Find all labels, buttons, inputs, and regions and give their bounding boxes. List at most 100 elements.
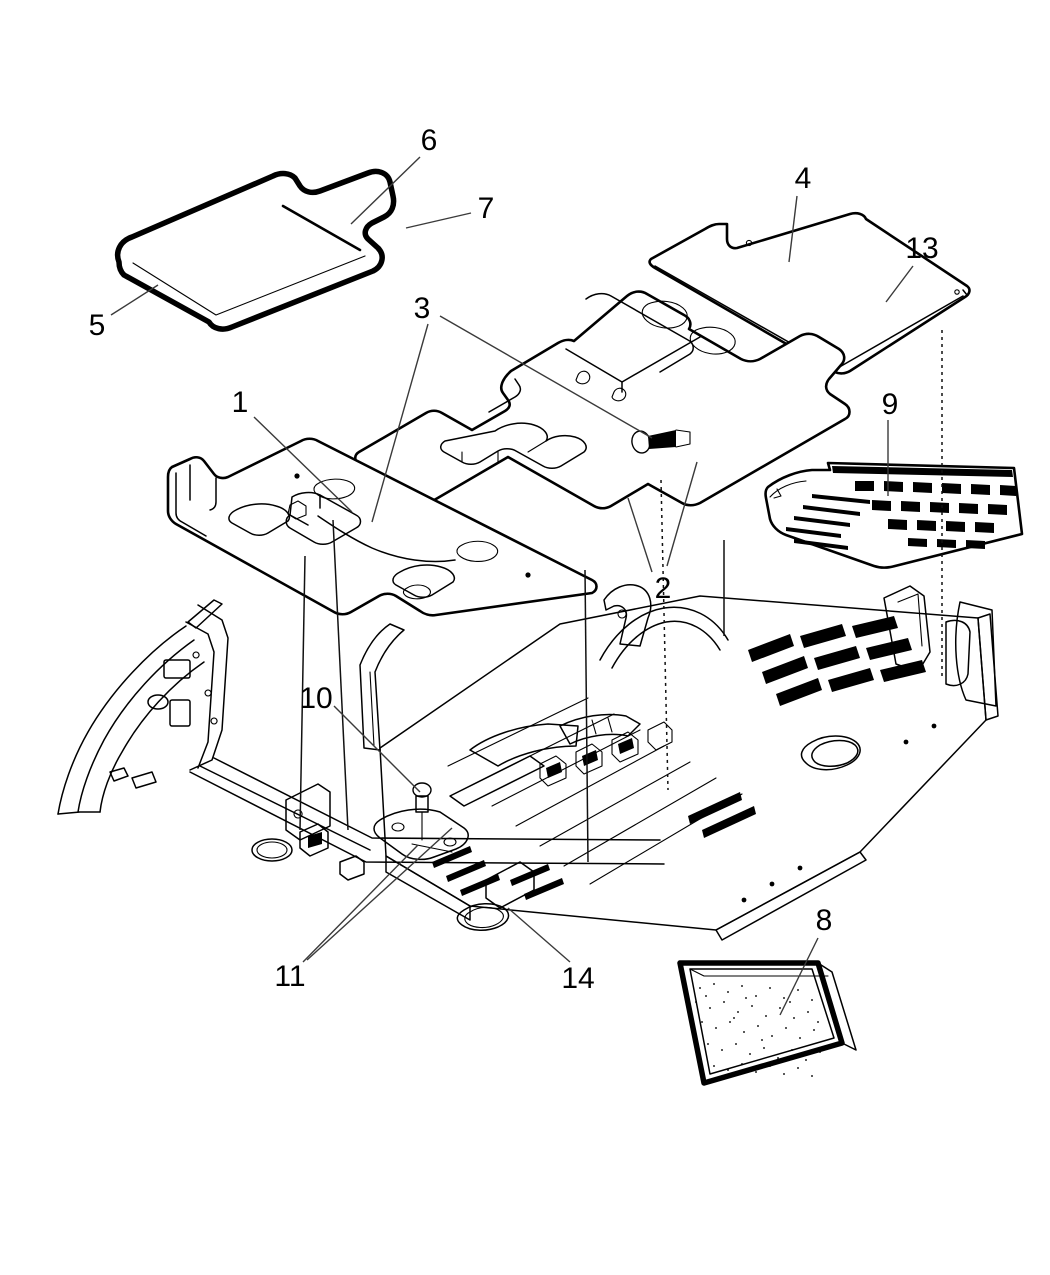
part-front-floor-mat	[114, 168, 397, 332]
floor-mat-heel-pad-seam	[281, 204, 362, 252]
front-carpet-hole-b	[456, 540, 499, 562]
callout-3: 3	[414, 292, 431, 325]
seat-mount-bracket-hole-left	[391, 822, 405, 832]
rear-carpet-rib-1	[488, 378, 522, 413]
part-floor-pan-grommet	[412, 782, 432, 841]
body-pillar-base-bracket	[285, 783, 331, 841]
cargo-mat-grid	[832, 466, 1016, 549]
insulation-pad-face	[677, 960, 845, 1086]
floor-seat-mount-rear	[559, 713, 641, 745]
front-carpet-retainer-clip	[287, 500, 307, 520]
seat-mount-bracket-hole-right	[443, 837, 457, 847]
insulation-pad-top-edge	[689, 968, 829, 977]
assembly-line-carpet-right	[660, 479, 669, 791]
body-seatbelt-anchor	[603, 584, 652, 647]
cargo-mat-ribs	[786, 494, 870, 550]
front-carpet-front-edge	[209, 477, 217, 511]
rear-carpet-console-pocket	[641, 300, 688, 329]
body-rocker-oval-inner	[256, 841, 288, 859]
leader-8	[779, 937, 819, 1016]
front-carpet-small-hole	[294, 473, 300, 479]
cargo-panel-hole-2	[954, 289, 960, 295]
body-rear-quarter-right-inner	[897, 593, 923, 647]
floor-mat-inner-edge	[132, 255, 366, 316]
floor-rivet-2	[769, 881, 775, 887]
body-rocker-bracket	[131, 771, 157, 789]
part-rear-cargo-mat	[764, 461, 1024, 569]
insulation-pad-thickness-edge	[817, 962, 857, 1051]
cargo-panel-rear-lip	[962, 289, 968, 296]
body-floor-clip-left	[299, 823, 329, 857]
rear-carpet-slot-b	[611, 387, 627, 402]
body-a-pillar-inner	[185, 621, 215, 769]
assembly-alignment-lines	[299, 330, 943, 863]
cargo-mat-body	[764, 461, 1024, 569]
callout-2: 2	[655, 572, 672, 605]
floor-pan-rear-wall	[977, 613, 999, 721]
rear-carpet-slot-a	[575, 370, 591, 385]
floor-rivet-5	[931, 723, 937, 729]
leader-7	[405, 212, 472, 229]
callout-9: 9	[882, 388, 899, 421]
floor-crossmember	[449, 755, 545, 807]
callout-6: 6	[421, 124, 438, 157]
front-carpet-hole-c	[402, 584, 431, 600]
floor-rivet-4	[903, 739, 909, 745]
body-a-pillar-outer	[189, 604, 229, 771]
callout-1: 1	[232, 386, 249, 419]
front-carpet-body	[166, 437, 598, 617]
body-floor-clip-left-2	[339, 855, 365, 881]
body-cowl-brace	[187, 599, 223, 629]
floor-drain-plug-hole	[456, 903, 510, 931]
carpet-push-pin-right	[631, 429, 691, 454]
leader-3b	[439, 315, 653, 439]
body-fender-arch-inner-2	[99, 661, 205, 813]
body-rear-lower-panel	[715, 851, 867, 941]
floor-rivet-3	[797, 865, 803, 871]
floor-hardware-cluster	[539, 721, 673, 787]
body-wheelhouse-bracket	[109, 767, 129, 782]
front-carpet-seat-riser	[228, 503, 291, 536]
callout-leader-lines	[110, 156, 914, 1016]
part-front-floor-carpet	[166, 437, 598, 617]
floor-pan-ribs	[447, 697, 743, 885]
body-pillar-plate	[163, 659, 191, 679]
body-rocker-sill-bottom	[189, 771, 665, 865]
grommet-threads	[416, 800, 428, 808]
cargo-mat-notch	[773, 488, 782, 499]
front-carpet-tunnel	[285, 491, 362, 545]
leader-4	[788, 195, 798, 263]
assembly-line-carpet-mid	[584, 569, 589, 863]
floor-oval-hole-right-inner	[811, 739, 859, 767]
leader-2b	[666, 461, 698, 567]
cargo-panel-hole	[745, 239, 753, 247]
body-fender-arch-outer	[57, 625, 187, 815]
seat-mount-bracket-rib	[411, 843, 453, 853]
callout-10: 10	[299, 682, 332, 715]
body-pillar-oval-hole	[147, 694, 169, 710]
callout-4: 4	[795, 162, 812, 195]
body-b-pillar-left	[359, 623, 405, 751]
floor-hardware-dark	[546, 738, 634, 778]
body-fender-arch-inner	[77, 639, 195, 813]
floor-oval-hole-right	[800, 735, 861, 771]
cargo-mat-left-edge-fold	[769, 480, 807, 498]
floor-seat-mount-detail	[591, 717, 613, 735]
floor-pan-rear-lamp-recess	[945, 619, 971, 687]
seat-mount-bracket-body	[373, 808, 469, 861]
leader-2a	[627, 497, 653, 573]
insulation-pad-texture	[695, 983, 821, 1077]
rear-carpet-console-pocket-2	[689, 326, 736, 355]
callout-numbers: 1 2 3 4 5 6 7 8 9 10 11 13 14	[89, 124, 939, 995]
body-a-pillar-holes	[192, 651, 218, 725]
leader-14	[507, 907, 571, 963]
leader-1	[253, 416, 353, 513]
leader-3a	[371, 323, 429, 523]
body-b-pillar-left-inner	[369, 671, 375, 747]
front-carpet-rear-edge	[392, 564, 456, 598]
floor-pan-reinforcement	[485, 861, 535, 909]
floor-right-ribs	[688, 792, 756, 838]
floor-drain-plug-hole-inner	[464, 906, 504, 929]
